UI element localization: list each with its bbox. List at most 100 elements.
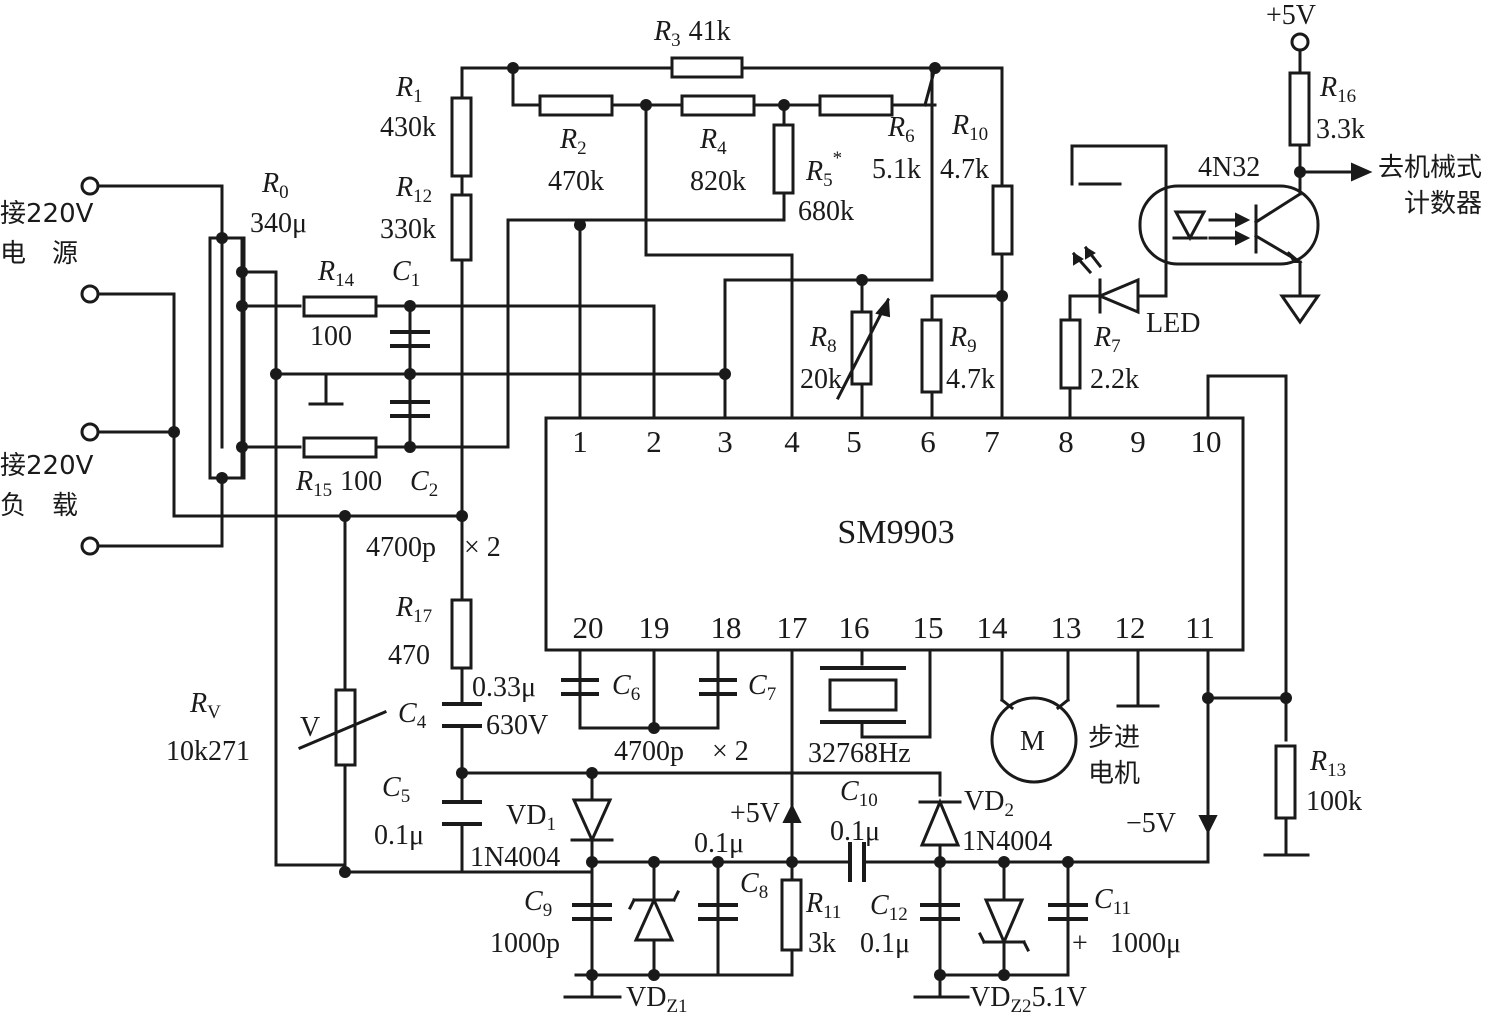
capacitor-c5 [442,800,482,826]
zener-vdz1 [627,889,681,942]
label-r0: R0 [261,168,289,203]
resistor-r17 [450,598,473,670]
chip-sm9903: SM9903 [544,416,1245,652]
label-c7: C7 [748,670,776,705]
resistor-bodies [208,56,1311,952]
label-c12: C12 [870,890,908,925]
chip-pin-20: 20 [573,610,604,645]
label-r14-value: 100 [310,321,352,352]
label-r7-value: 2.2k [1090,364,1139,395]
resistor-r2 [538,94,614,117]
diode-vd2 [918,798,962,847]
label-rv: RV [189,688,221,723]
label-r0-value: 340μ [250,208,307,239]
label-r17-value: 470 [388,640,430,671]
label-c1: C1 [392,256,420,291]
label-load: 接220V [0,451,94,481]
resistor-r9 [920,318,943,394]
label-r2: R2 [559,124,587,159]
label-vplus-top: +5V [1266,0,1316,31]
resistor-r1 [450,96,473,178]
output-arrow-icon [1351,162,1373,182]
terminal-source-2 [80,284,100,304]
label-c4-value2: 0.33μ [472,672,536,703]
label-c12-value: 4700p × 2 [366,532,501,563]
terminal-load-2 [80,536,100,556]
chip-pin-4: 4 [784,424,800,459]
chip-pin-18: 18 [711,610,742,645]
label-r5-value: 680k [798,196,854,227]
label-motor: 步进 [1088,723,1140,753]
label-vplus: +5V [730,798,780,829]
label-4n32: 4N32 [1198,152,1260,183]
label-r9-value: 4.7k [946,364,995,395]
varistor-slash [298,710,387,750]
label-r10-value: 4.7k [940,154,989,185]
label-motor2: 电机 [1088,759,1140,789]
resistor-r16 [1288,71,1311,147]
label-r1-value: 430k [380,112,436,143]
label-source: 接220V [0,199,94,229]
diode-vd1 [570,798,614,844]
chip-pin-11: 11 [1185,610,1215,645]
chip-pin-13: 13 [1051,610,1082,645]
label-vd1: VD1 [506,800,556,835]
label-r12: R12 [395,172,432,207]
label-r5: R5* [805,148,842,191]
label-c11-value: 1000μ [1110,928,1181,959]
label-rv-symbol: V [300,712,320,743]
label-c8: C8 [740,868,768,903]
resistor-r8 [850,310,873,386]
chip-pin-19: 19 [639,610,670,645]
label-r13: R13 [1309,746,1346,781]
label-r7: R7 [1093,322,1121,357]
chip-pin-15: 15 [913,610,944,645]
label-vd2-value: 1N4004 [962,826,1052,857]
label-motor-symbol: M [1020,726,1045,757]
resistor-r3 [670,56,744,79]
label-r12-value: 330k [380,214,436,245]
chip-name: SM9903 [837,514,954,551]
label-r17: R17 [395,592,432,627]
ground-symbol [1279,294,1321,325]
chip-pin-2: 2 [646,424,662,459]
label-c10: C10 [840,776,878,811]
label-r11: R11 [805,888,841,923]
resistor-r12 [450,193,473,262]
label-r4-value: 820k [690,166,746,197]
label-r4: R4 [699,124,727,159]
label-r8: R8 [809,322,837,357]
label-rv-value: 10k271 [166,736,250,767]
resistor-r13 [1274,744,1297,820]
label-vminus: −5V [1126,808,1176,839]
label-c67-value: 4700p × 2 [614,736,749,767]
capacitors [390,330,1088,977]
capacitor-c4 [442,702,482,728]
label-r10: R10 [951,110,988,145]
chip-pin-17: 17 [777,610,808,645]
resistor-r11 [780,878,803,952]
chip-pin-1: 1 [572,424,588,459]
chip-pin-9: 9 [1130,424,1146,459]
label-vd2: VD2 [964,786,1014,821]
r8-adjust-arrow [835,297,891,401]
label-c11-polarity: + [1072,928,1088,959]
label-load2: 负 载 [0,491,78,521]
label-crystal: 32768Hz [808,738,911,769]
label-r16: R16 [1319,72,1356,107]
label-c9: C9 [524,886,552,921]
chip-pin-3: 3 [717,424,733,459]
chip-pin-7: 7 [984,424,1000,459]
chip-pin-12: 12 [1115,610,1146,645]
resistor-r5 [772,123,795,195]
label-r9: R9 [949,322,977,357]
label-led: LED [1146,308,1200,339]
label-c12-value: 0.1μ [860,928,910,959]
label-c2: C2 [410,466,438,501]
label-c4: C4 [398,698,427,733]
vminus-arrow-icon [1198,815,1218,835]
